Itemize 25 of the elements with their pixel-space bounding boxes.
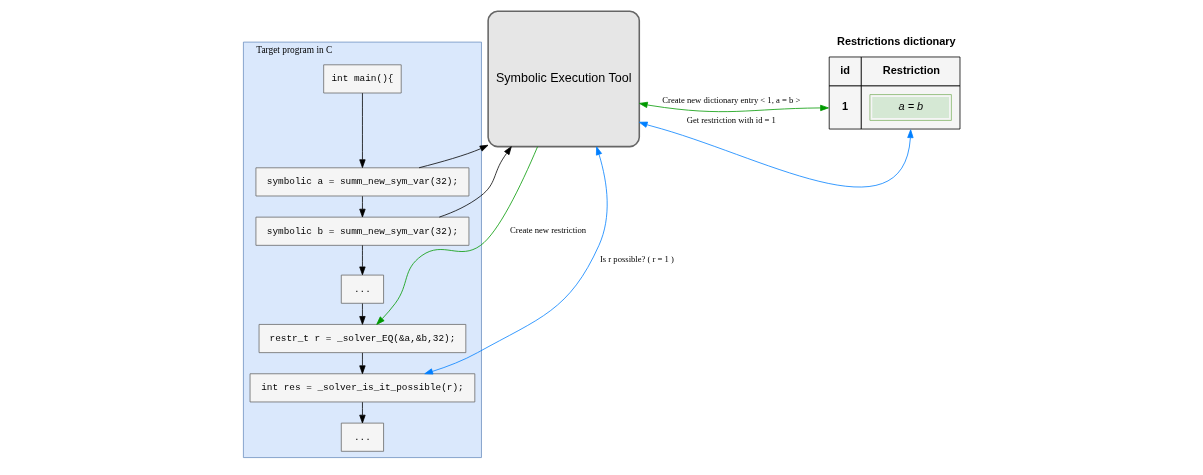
node-box: ... xyxy=(340,422,384,452)
node-box: restr_t r = _solver_EQ(&a,&b,32); xyxy=(258,324,467,353)
node-box: symbolic b = summ_new_sym_var(32); xyxy=(255,216,470,246)
edge-label: Create new dictionary entry < 1, a = b > xyxy=(662,95,801,106)
arrow xyxy=(424,146,608,375)
arrow xyxy=(639,121,914,188)
edge-label: Get restriction with id = 1 xyxy=(686,115,776,126)
arrow xyxy=(418,144,489,169)
node-box: int main(){ xyxy=(323,64,402,94)
arrow xyxy=(639,101,829,113)
arrow xyxy=(359,352,366,375)
arrow xyxy=(438,146,512,218)
node-box: ... xyxy=(340,274,384,304)
arrow xyxy=(359,245,366,276)
edge-label: Create new restriction xyxy=(510,225,587,236)
node-box: int res = _solver_is_it_possible(r); xyxy=(249,373,476,403)
node-label: Restrictions dictionary xyxy=(837,35,956,48)
arrow xyxy=(359,401,366,424)
arrow xyxy=(359,303,366,325)
edge-label: Is r possible? ( r = 1 ) xyxy=(599,254,674,265)
arrow xyxy=(376,146,538,325)
node-box: Symbolic Execution Tool xyxy=(487,10,641,148)
arrow xyxy=(359,195,366,218)
node-box: symbolic a = summ_new_sym_var(32); xyxy=(255,167,470,197)
arrow xyxy=(359,92,366,168)
